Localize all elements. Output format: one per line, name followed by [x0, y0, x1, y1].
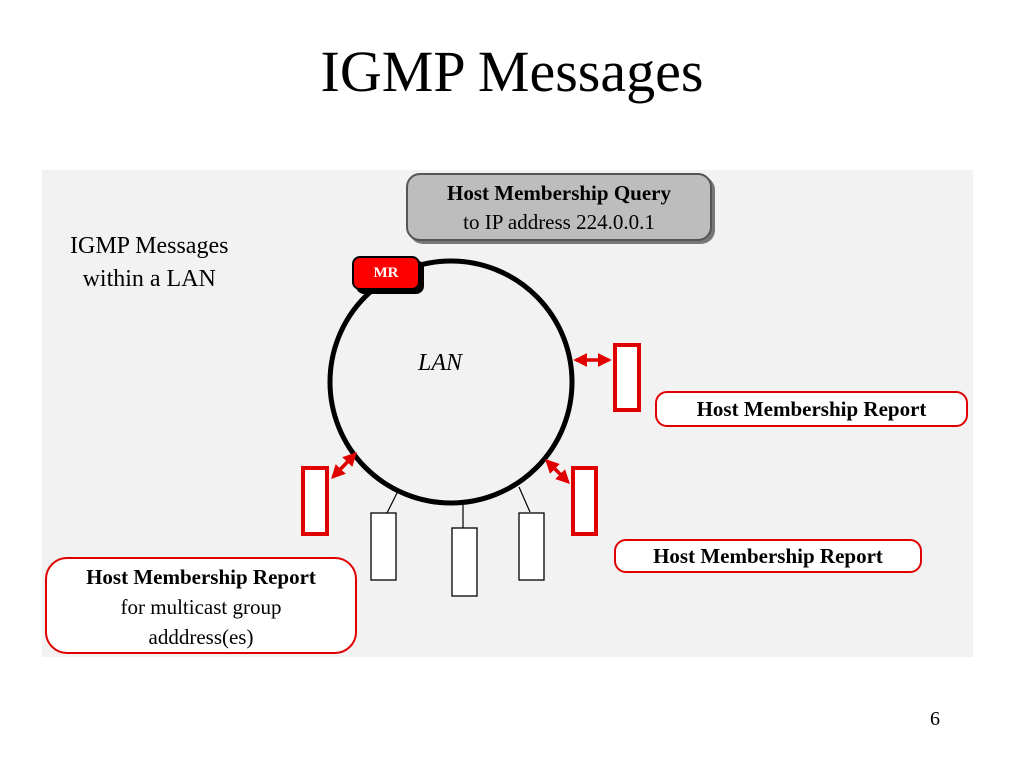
report-left-title: Host Membership Report — [86, 565, 316, 589]
host-link-1 — [386, 488, 400, 514]
reporting-host-left — [301, 466, 329, 536]
report-box-right-top: Host Membership Report — [655, 391, 968, 427]
diagram-caption: IGMP Messages within a LAN — [70, 230, 228, 296]
reporting-host-right-top — [613, 343, 641, 412]
arrow-left — [331, 451, 357, 480]
page-number: 6 — [930, 708, 940, 730]
query-address: to IP address 224.0.0.1 — [463, 210, 655, 234]
multicast-router: MR — [352, 256, 420, 290]
report-box-left: Host Membership Report for multicast gro… — [45, 557, 357, 654]
membership-query-box: Host Membership Query to IP address 224.… — [406, 173, 712, 241]
report-left-line-3: adddress(es) — [148, 625, 254, 649]
caption-line-1: IGMP Messages — [70, 233, 229, 259]
host-2 — [451, 527, 478, 597]
report-left-line-2: for multicast group — [120, 595, 282, 619]
host-1 — [370, 512, 397, 581]
lan-label: LAN — [418, 350, 463, 376]
report-box-right-bottom: Host Membership Report — [614, 539, 922, 573]
caption-line-2: within a LAN — [82, 266, 216, 292]
host-3 — [518, 512, 545, 581]
host-link-3 — [518, 486, 531, 513]
query-title: Host Membership Query — [447, 181, 671, 205]
reporting-host-right-bottom — [571, 466, 598, 536]
igmp-diagram: IGMP Messages within a LAN Host Membersh… — [42, 170, 973, 657]
diagram-graphics — [301, 258, 641, 597]
slide-title: IGMP Messages — [320, 39, 704, 104]
lan-ring — [327, 258, 575, 506]
arrow-right-bottom — [545, 459, 570, 484]
